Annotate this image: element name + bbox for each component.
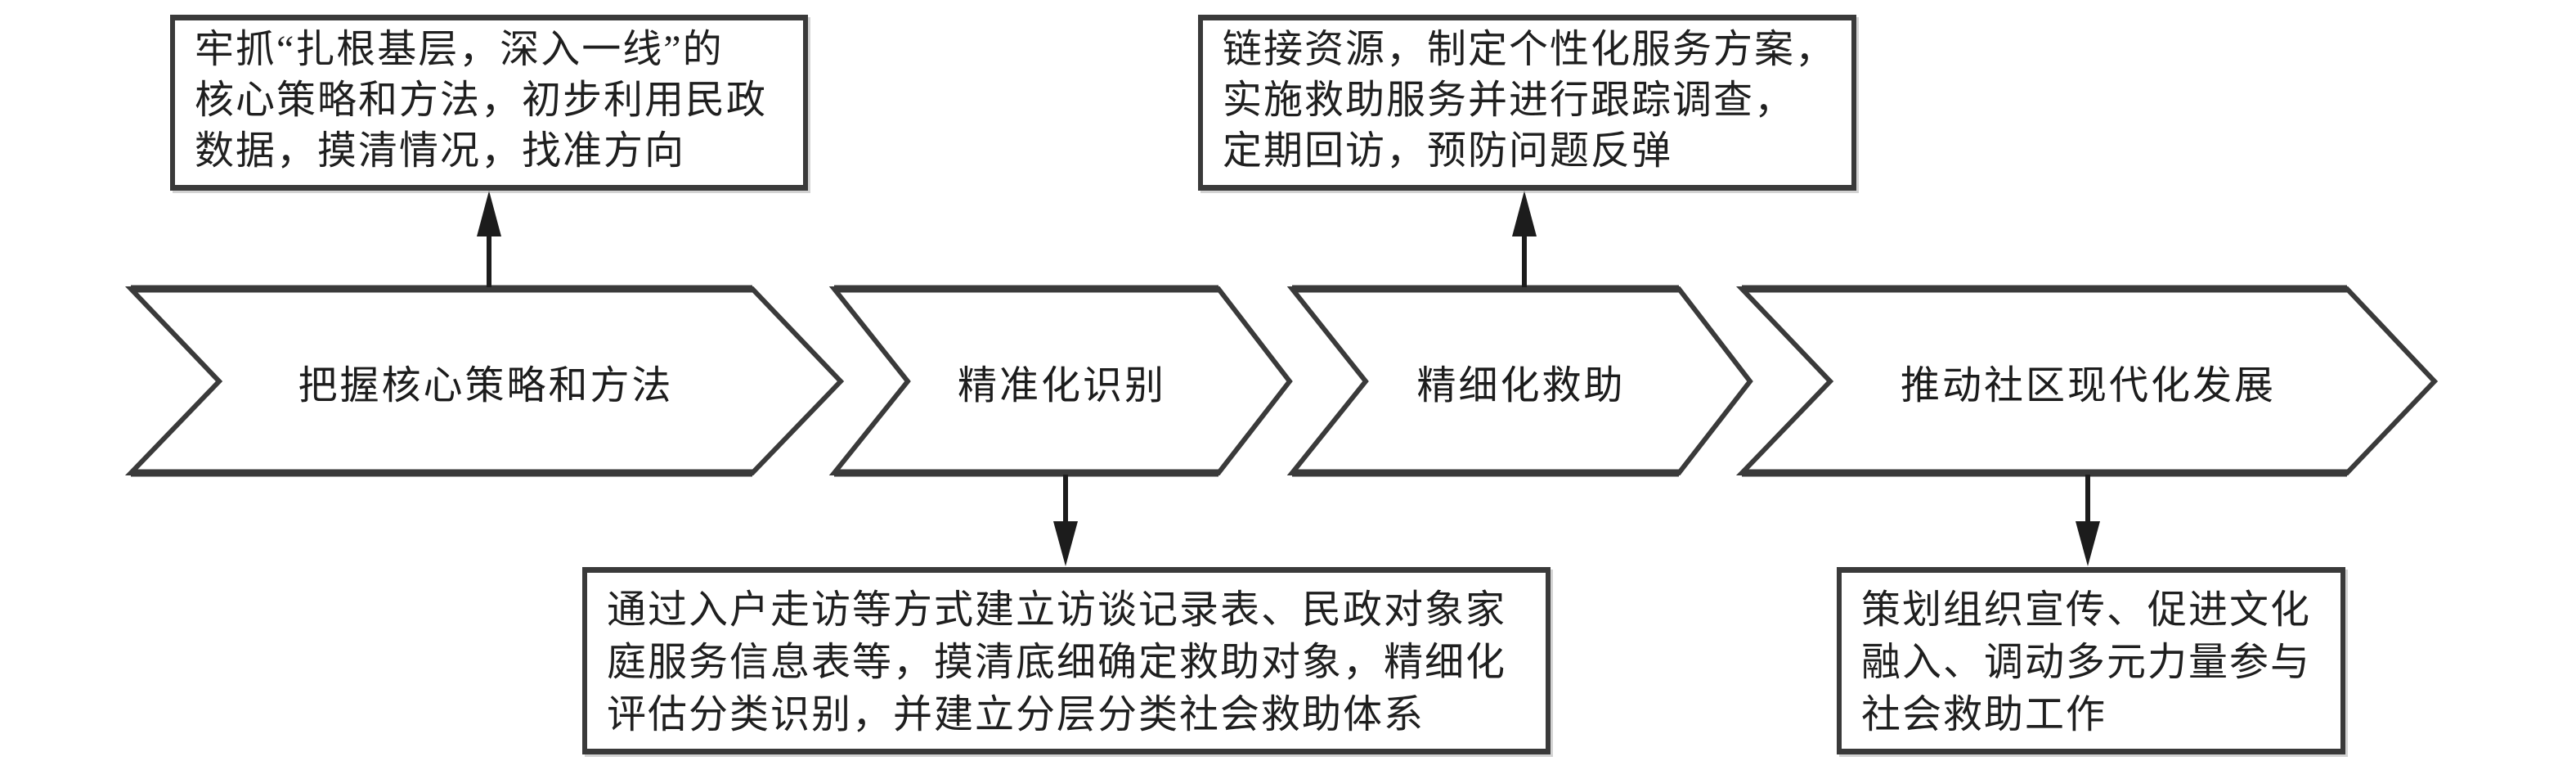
callout-line: 评估分类识别，并建立分层分类社会救助体系 (607, 693, 1425, 736)
callout-top-right: 链接资源，制定个性化服务方案， 实施救助服务并进行跟踪调查， 定期回访，预防问题… (1198, 15, 1856, 191)
callout-line: 社会救助工作 (1861, 693, 2107, 736)
callout-line: 牢抓“扎根基层，深入一线”的 (195, 28, 724, 71)
callout-line: 融入、调动多元力量参与 (1861, 641, 2312, 684)
chevron-edge-accent (131, 285, 752, 477)
arrow-up-icon (1512, 191, 1537, 287)
callout-bottom-left: 通过入户走访等方式建立访谈记录表、民政对象家 庭服务信息表等，摸清底细确定救助对… (582, 567, 1551, 754)
callout-line: 数据，摸清情况，找准方向 (195, 129, 686, 173)
arrow-down-icon (2076, 475, 2100, 566)
step-chevron-2 (828, 286, 1293, 475)
callout-line: 实施救助服务并进行跟踪调查， (1223, 79, 1796, 122)
step-chevron-1 (124, 286, 845, 475)
arrow-down-icon (1053, 475, 1078, 566)
callout-line: 策划组织宣传、促进文化 (1861, 588, 2312, 632)
callout-line: 通过入户走访等方式建立访谈记录表、民政对象家 (607, 588, 1507, 632)
chevron-edge-accent (834, 285, 1218, 477)
arrow-up-icon (477, 191, 501, 287)
callout-line: 定期回访，预防问题反弹 (1223, 129, 1673, 173)
callout-line: 链接资源，制定个性化服务方案， (1223, 28, 1837, 71)
callout-top-left: 牢抓“扎根基层，深入一线”的 核心策略和方法，初步利用民政 数据，摸清情况，找准… (170, 15, 808, 191)
step-chevron-3 (1286, 286, 1753, 475)
callout-line: 核心策略和方法，初步利用民政 (195, 79, 768, 122)
chevron-edge-accent (1292, 285, 1679, 477)
callout-bottom-right: 策划组织宣传、促进文化 融入、调动多元力量参与 社会救助工作 (1837, 567, 2345, 754)
chevron-edge-accent (1742, 285, 2347, 477)
step-chevron-4 (1735, 286, 2439, 475)
callout-line: 庭服务信息表等，摸清底细确定救助对象，精细化 (607, 641, 1507, 684)
